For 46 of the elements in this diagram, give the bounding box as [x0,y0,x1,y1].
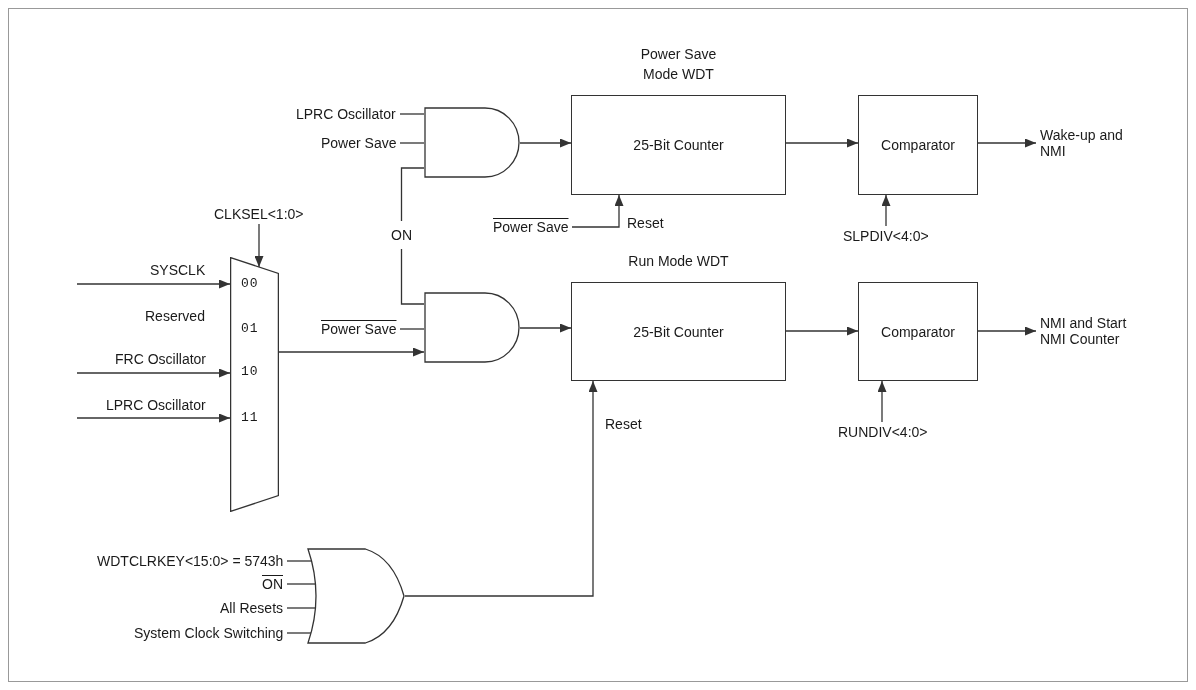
signal-line [399,328,425,330]
arrow [877,380,887,423]
counter-block: 25-Bit Counter [571,95,786,195]
arrow [278,347,425,357]
arrow [519,323,572,333]
signal-label: CLKSEL<1:0> [210,204,308,224]
select-code: 01 [241,321,259,337]
signal-label: LPRC Oscillator [292,104,400,124]
signal-label: All Resets [216,598,288,618]
signal-label: Power Save [317,319,401,339]
signal-label: ON [387,221,416,249]
arrow [519,138,572,148]
signal-line [400,248,425,305]
arrow [977,326,1037,336]
comparator-block: Comparator [858,282,978,381]
select-code: 00 [241,276,259,292]
block-heading: Run Mode WDT [628,252,729,271]
signal-line [399,113,425,115]
signal-label: WDTCLRKEY<15:0> = 5743h [93,551,288,571]
arrow [76,279,231,289]
signal-label: Power Save [489,217,573,237]
select-code: 10 [241,364,259,380]
arrow [76,368,231,378]
signal-line [399,142,425,144]
signal-label: Wake-up and NMI [1036,125,1134,161]
arrow [76,413,231,423]
arrow [571,194,624,228]
signal-label: ON [258,574,287,594]
arrow [404,380,598,597]
arrow [881,194,891,227]
select-code: 11 [241,410,259,426]
block-heading: Power Save Mode WDT [639,45,718,84]
signal-label: SLPDIV<4:0> [839,226,933,246]
counter-block: 25-Bit Counter [571,282,786,381]
comparator-block: Comparator [858,95,978,195]
arrow [977,138,1037,148]
signal-line [286,632,312,634]
signal-label: System Clock Switching [130,623,288,643]
arrow [785,138,859,148]
arrow [254,223,264,268]
signal-line [400,167,425,222]
arrow [785,326,859,336]
signal-label: Power Save [317,133,401,153]
signal-label: Reserved [144,307,206,326]
signal-label: NMI and Start NMI Counter [1036,313,1134,349]
signal-label: RUNDIV<4:0> [834,422,932,442]
